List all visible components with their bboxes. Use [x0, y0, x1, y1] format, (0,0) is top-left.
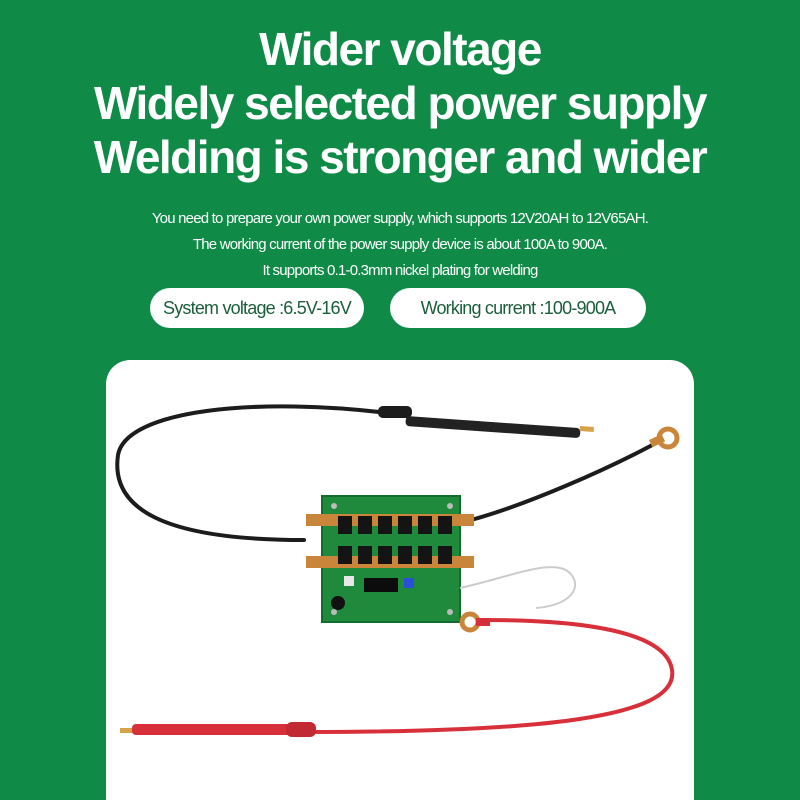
trigger-wire	[459, 566, 577, 609]
headline: Wider voltage Widely selected power supp…	[0, 22, 800, 184]
welding-pen-black-icon	[378, 406, 594, 438]
system-voltage-badge: System voltage :6.5V-16V	[150, 288, 364, 328]
working-current-badge: Working current :100-900A	[390, 288, 646, 328]
description-line-1: You need to prepare your own power suppl…	[151, 210, 649, 227]
black-ground-cable	[469, 440, 660, 522]
description-line-2: The working current of the power supply …	[192, 236, 608, 253]
headline-line-2: Widely selected power supply	[94, 77, 708, 129]
ring-terminal-red-icon	[459, 611, 490, 633]
ring-terminal-black-icon	[649, 426, 680, 450]
description-line-3: It supports 0.1-0.3mm nickel plating for…	[262, 262, 538, 279]
description: You need to prepare your own power suppl…	[0, 206, 800, 284]
pcb-board-icon	[306, 495, 474, 623]
welding-pen-red-icon	[120, 722, 316, 737]
spot-welder-illustration	[115, 404, 680, 737]
headline-line-1: Wider voltage	[259, 23, 542, 75]
headline-line-3: Welding is stronger and wider	[93, 131, 708, 183]
product-image-card	[106, 360, 694, 800]
red-cable	[304, 618, 675, 734]
black-cable	[115, 404, 398, 542]
